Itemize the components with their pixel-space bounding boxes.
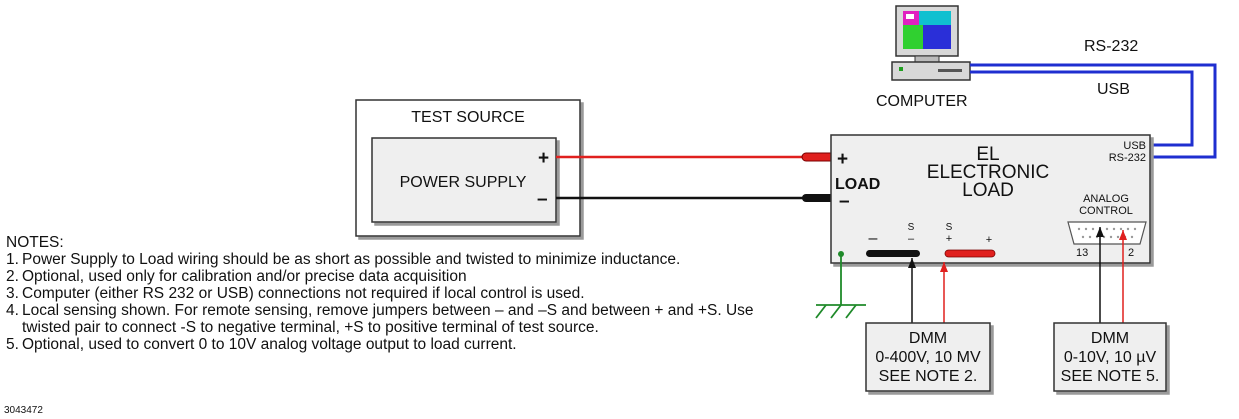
note-number: 3.: [6, 285, 19, 302]
note-text: Local sensing shown. For remote sensing,…: [22, 302, 754, 336]
dmm1-range: 0-400V, 10 MV: [875, 349, 981, 366]
note-number: 4.: [6, 302, 19, 319]
pin-2-label: 2: [1128, 247, 1134, 259]
note-item: 3. Computer (either RS 232 or USB) conne…: [6, 285, 806, 302]
figure-id: 3043472: [4, 405, 43, 416]
usb-port-label: USB: [1123, 140, 1146, 152]
rs232-line-label: RS-232: [1084, 38, 1138, 55]
notes-heading: NOTES:: [6, 234, 64, 251]
notes-block: NOTES: 1. Power Supply to Load wiring sh…: [6, 234, 806, 353]
note-number: 1.: [6, 251, 19, 268]
analog-label: ANALOG: [1083, 193, 1129, 205]
note-text: Optional, used to convert 0 to 10V analo…: [22, 336, 517, 353]
rs232-cable: [970, 63, 1217, 159]
note-item: 1. Power Supply to Load wiring should be…: [6, 251, 806, 268]
note-number: 5.: [6, 336, 19, 353]
ps-minus-terminal: –: [537, 189, 548, 210]
note-text: Computer (either RS 232 or USB) connecti…: [22, 285, 585, 302]
dmm1-title: DMM: [909, 330, 947, 347]
terminal-s-plus-sign: +: [946, 233, 952, 245]
note-item: 5. Optional, used to convert 0 to 10V an…: [6, 336, 806, 353]
dmm2-title: DMM: [1091, 330, 1129, 347]
terminal-s-plus-s: S: [946, 222, 953, 233]
terminal-plus: +: [986, 234, 992, 246]
dmm2-note: SEE NOTE 5.: [1061, 368, 1160, 385]
computer-label: COMPUTER: [876, 93, 968, 110]
note-text: Power Supply to Load wiring should be as…: [22, 251, 681, 268]
note-text: Optional, used only for calibration and/…: [22, 268, 467, 285]
load-word-label: LOAD: [962, 180, 1014, 201]
terminal-minus: –: [869, 230, 878, 247]
dmm1-note: SEE NOTE 2.: [879, 368, 978, 385]
el-label: EL: [976, 144, 999, 165]
negative-sense-jumper: [866, 250, 920, 257]
ground-icon: [815, 304, 866, 319]
power-supply-label: POWER SUPPLY: [400, 174, 527, 191]
dmm1-box: [865, 322, 991, 392]
analog-control-connector: [1067, 221, 1147, 245]
note-number: 2.: [6, 268, 19, 285]
rs232-port-label: RS-232: [1109, 152, 1146, 164]
terminal-s-minus-sign: –: [908, 233, 915, 245]
dmm2-box: [1053, 322, 1167, 392]
load-terminal-label: LOAD: [835, 176, 880, 193]
dmm2-range: 0-10V, 10 µV: [1064, 349, 1157, 366]
note-item: 2. Optional, used only for calibration a…: [6, 268, 806, 285]
monitor-stand: [914, 55, 940, 63]
control-label: CONTROL: [1079, 205, 1133, 217]
power-supply-box: [371, 137, 557, 223]
test-source-label: TEST SOURCE: [411, 109, 525, 126]
load-plus-terminal: +: [837, 149, 848, 170]
usb-cable: [970, 70, 1194, 147]
note-item: 4. Local sensing shown. For remote sensi…: [6, 302, 806, 336]
ps-plus-terminal: +: [538, 148, 549, 169]
positive-sense-jumper: [944, 249, 996, 258]
computer: [891, 5, 971, 81]
electronic-label: ELECTRONIC: [927, 162, 1049, 183]
pin-13-label: 13: [1076, 247, 1088, 259]
terminal-s-minus-s: S: [908, 222, 915, 233]
load-minus-terminal: –: [839, 191, 850, 212]
usb-line-label: USB: [1097, 81, 1130, 98]
negative-plug: [802, 194, 838, 202]
